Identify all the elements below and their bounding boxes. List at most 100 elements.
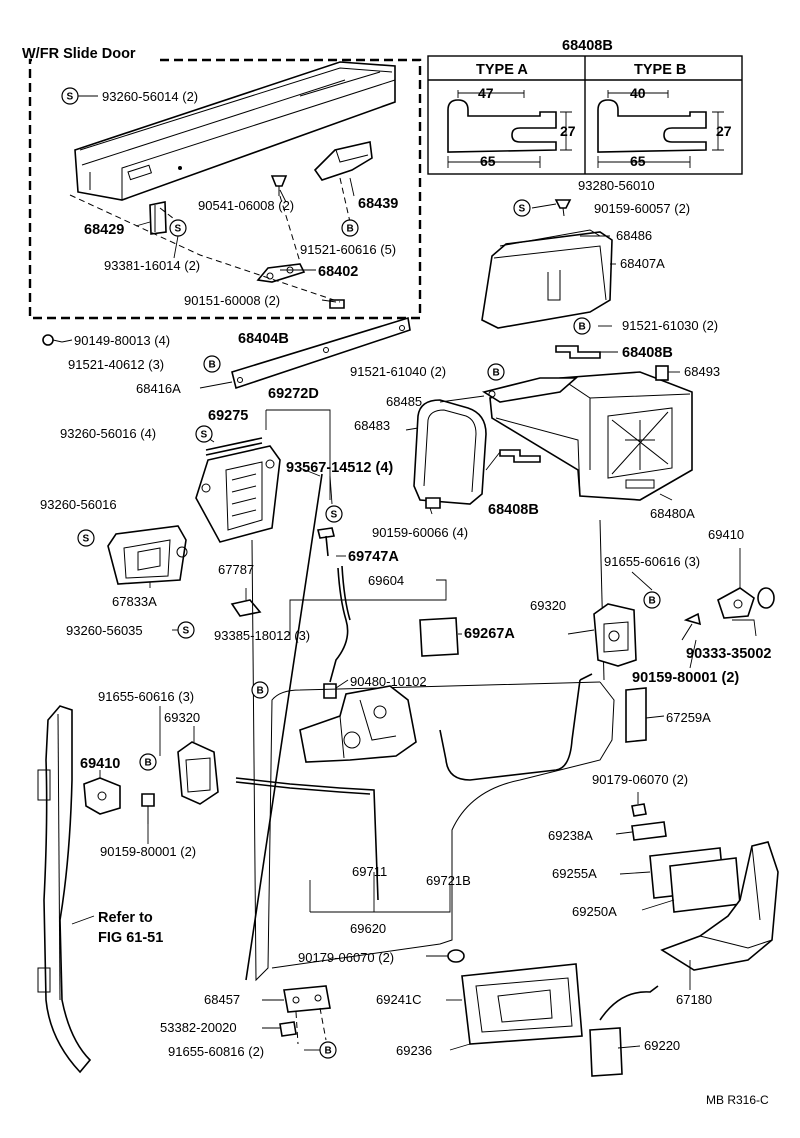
label-90179-06070a: 90179-06070 (2) — [592, 772, 688, 787]
svg-text:B: B — [347, 224, 354, 235]
label-93260-56016a: 93260-56016 (4) — [60, 426, 156, 441]
type-table-title: 68408B — [562, 38, 613, 54]
svg-text:S: S — [519, 204, 526, 215]
label-69255A: 69255A — [552, 866, 597, 881]
label-90333-35002: 90333-35002 — [686, 646, 771, 662]
label-69236: 69236 — [396, 1043, 432, 1058]
type-b-heading: TYPE B — [634, 62, 686, 78]
label-91521-61030: 91521-61030 (2) — [622, 318, 718, 333]
clip-90179-b-drawing — [447, 949, 465, 963]
lock-69275-drawing — [195, 445, 281, 543]
svg-text:B: B — [649, 596, 656, 607]
pad-69267A-drawing — [419, 617, 459, 657]
label-90149-80013: 90149-80013 (4) — [74, 333, 170, 348]
symbol-s-93280-56010: S — [513, 199, 531, 217]
label-68408B-mid: 68408B — [488, 502, 539, 518]
clip-90179-a-drawing — [631, 803, 647, 817]
svg-text:B: B — [145, 758, 152, 769]
label-90159-60057: 90159-60057 (2) — [594, 201, 690, 216]
label-93260-56014: 93260-56014 (2) — [102, 89, 198, 104]
figure-code: MB R316-C — [706, 1093, 769, 1107]
label-refer-to: Refer to — [98, 910, 153, 926]
label-90480-10102: 90480-10102 — [350, 674, 427, 689]
svg-text:S: S — [201, 430, 208, 441]
label-67180: 67180 — [676, 992, 712, 1007]
symbol-s-93381: S — [169, 219, 187, 237]
label-91521-40612: 91521-40612 (3) — [68, 357, 164, 372]
label-93567-14512: 93567-14512 (4) — [286, 460, 393, 476]
label-91655-60616b: 91655-60616 (3) — [98, 689, 194, 704]
label-69250A: 69250A — [572, 904, 617, 919]
symbol-s-93260-56014: S — [61, 87, 79, 105]
symbol-s-93260-56016a: S — [195, 425, 213, 443]
symbol-b-91655-60616a: B — [643, 591, 661, 609]
label-90179-06070b: 90179-06070 (2) — [298, 950, 394, 965]
striker-69410-left-drawing — [83, 777, 121, 815]
leader-lines — [61, 95, 757, 1051]
label-69272D: 69272D — [268, 386, 319, 402]
label-91655-60616a: 91655-60616 (3) — [604, 554, 700, 569]
label-refer-fig: FIG 61-51 — [98, 930, 163, 946]
strip-68416A-drawing — [231, 316, 411, 390]
part-labels: 93260-56014 (2) 68429 93381-16014 (2) 90… — [40, 89, 771, 1107]
section-label: W/FR Slide Door — [22, 46, 136, 62]
label-91655-60816: 91655-60816 (2) — [168, 1044, 264, 1059]
strip-69275-rod-drawing — [205, 437, 263, 456]
type-a-height: 27 — [560, 123, 576, 139]
label-69747A: 69747A — [348, 549, 399, 565]
svg-text:B: B — [493, 368, 500, 379]
svg-text:B: B — [257, 686, 264, 697]
lock-69320-right-drawing — [593, 603, 637, 667]
hinge-68457-drawing — [283, 985, 331, 1013]
label-90541-06008: 90541-06008 (2) — [198, 198, 294, 213]
label-69410b: 69410 — [80, 756, 120, 772]
label-69238A: 69238A — [548, 828, 593, 843]
label-90159-80001b: 90159-80001 (2) — [100, 844, 196, 859]
symbol-s-93260-56035: S — [177, 621, 195, 639]
pillar-drawing — [37, 705, 92, 1074]
label-93260-56035: 93260-56035 — [66, 623, 143, 638]
type-a-width-bottom: 65 — [480, 153, 496, 169]
symbol-b-91521-40612: B — [203, 355, 221, 373]
label-69620: 69620 — [350, 921, 386, 936]
type-b-width-bottom: 65 — [630, 153, 646, 169]
label-69241C: 69241C — [376, 992, 422, 1007]
label-68457: 68457 — [204, 992, 240, 1007]
plate-68485-drawing — [481, 377, 579, 403]
pad-67259A-drawing — [625, 687, 647, 743]
svg-text:B: B — [579, 322, 586, 333]
clip-68493-drawing — [655, 365, 669, 381]
symbol-b-91521-61030: B — [573, 317, 591, 335]
type-b-width-top: 40 — [630, 85, 646, 101]
label-68408B-right: 68408B — [622, 345, 673, 361]
pad-69238A-drawing — [631, 821, 667, 841]
label-69275: 69275 — [208, 408, 248, 424]
label-68486: 68486 — [616, 228, 652, 243]
housing-68480A-drawing — [489, 371, 693, 501]
symbol-b-91655-60816: B — [319, 1041, 337, 1059]
symbol-b-91655-60616b: B — [139, 753, 157, 771]
label-68485: 68485 — [386, 394, 422, 409]
label-68402: 68402 — [318, 264, 358, 280]
pin-69747A-drawing — [317, 527, 335, 557]
label-67833A: 67833A — [112, 594, 157, 609]
label-93385-18012: 93385-18012 (3) — [214, 628, 310, 643]
label-69267A: 69267A — [464, 626, 515, 642]
frame-68483-drawing — [413, 399, 487, 505]
clip-90480-drawing — [323, 683, 337, 699]
slide-door-group-box: W/FR Slide Door — [22, 46, 422, 320]
label-69721B: 69721B — [426, 873, 471, 888]
pad-67787-drawing — [230, 599, 262, 617]
pad-68429-drawing — [149, 201, 167, 235]
rod-69721B-drawing — [439, 679, 581, 781]
label-68404B: 68404B — [238, 331, 289, 347]
label-91521-60616: 91521-60616 (5) — [300, 242, 396, 257]
svg-text:S: S — [175, 224, 182, 235]
label-68407A: 68407A — [620, 256, 665, 271]
label-69410a: 69410 — [708, 527, 744, 542]
cover-68407A-drawing — [481, 229, 613, 329]
label-93260-56016b: 93260-56016 — [40, 497, 117, 512]
bolt-90159-60066-drawing — [425, 497, 441, 509]
label-67259A: 67259A — [666, 710, 711, 725]
